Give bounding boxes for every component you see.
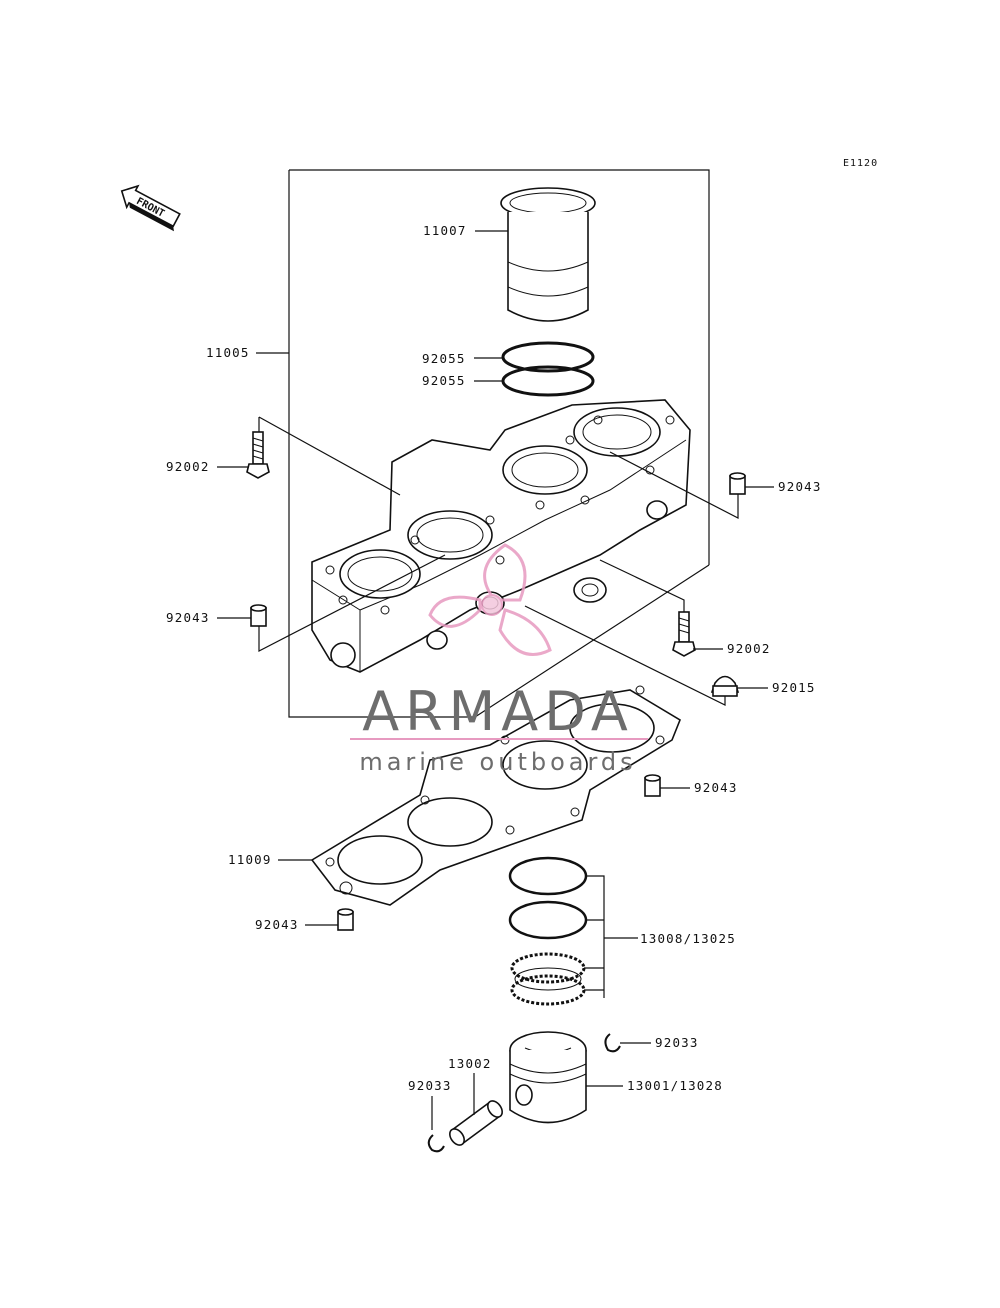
label-11005: 11005: [206, 345, 250, 360]
label-92055-b: 92055: [422, 373, 466, 388]
label-13008-13025: 13008/13025: [640, 931, 736, 946]
bolt-92002-upper: [246, 431, 270, 479]
label-92043-c: 92043: [694, 780, 738, 795]
label-13002: 13002: [448, 1056, 492, 1071]
front-arrow-icon: FRONT: [120, 184, 181, 232]
watermark-tagline: marine outboards: [359, 748, 636, 776]
o-ring-upper: [501, 341, 595, 373]
base-gasket: [310, 685, 681, 906]
label-92033-b: 92033: [408, 1078, 452, 1093]
diagram-code: E1120: [843, 158, 878, 169]
bolt-92002-lower: [672, 611, 696, 657]
label-92043-b: 92043: [166, 610, 210, 625]
label-13001-13028: 13001/13028: [627, 1078, 723, 1093]
watermark-brand: ARMADA: [362, 680, 634, 743]
piston: [509, 1031, 587, 1124]
piston-pin: [449, 1100, 503, 1146]
label-11007: 11007: [423, 223, 467, 238]
oil-ring: [510, 952, 586, 1006]
label-92015: 92015: [772, 680, 816, 695]
label-92002-a: 92002: [166, 459, 210, 474]
label-92002-b: 92002: [727, 641, 771, 656]
label-92033-a: 92033: [655, 1035, 699, 1050]
watermark: ARMADA marine outboards: [350, 543, 648, 776]
cylinder-block: [311, 399, 691, 673]
dowel-92043-upper-right: [729, 472, 746, 495]
circlip-left: [427, 1134, 445, 1153]
circlip-right: [604, 1033, 621, 1053]
assembly-frame: [289, 169, 710, 565]
label-11009: 11009: [228, 852, 272, 867]
label-92055-a: 92055: [422, 351, 466, 366]
dowel-92043-left: [250, 604, 267, 627]
label-92043-d: 92043: [255, 917, 299, 932]
cap-nut-92015: [710, 675, 740, 697]
label-92043-a: 92043: [778, 479, 822, 494]
propeller-logo-icon: [428, 543, 552, 656]
piston-ring-top: [508, 856, 588, 896]
piston-ring-second: [508, 900, 588, 940]
dowel-92043-gasket-right: [644, 774, 661, 797]
dowel-92043-gasket-left: [337, 908, 354, 931]
cylinder-liner: [500, 187, 596, 322]
